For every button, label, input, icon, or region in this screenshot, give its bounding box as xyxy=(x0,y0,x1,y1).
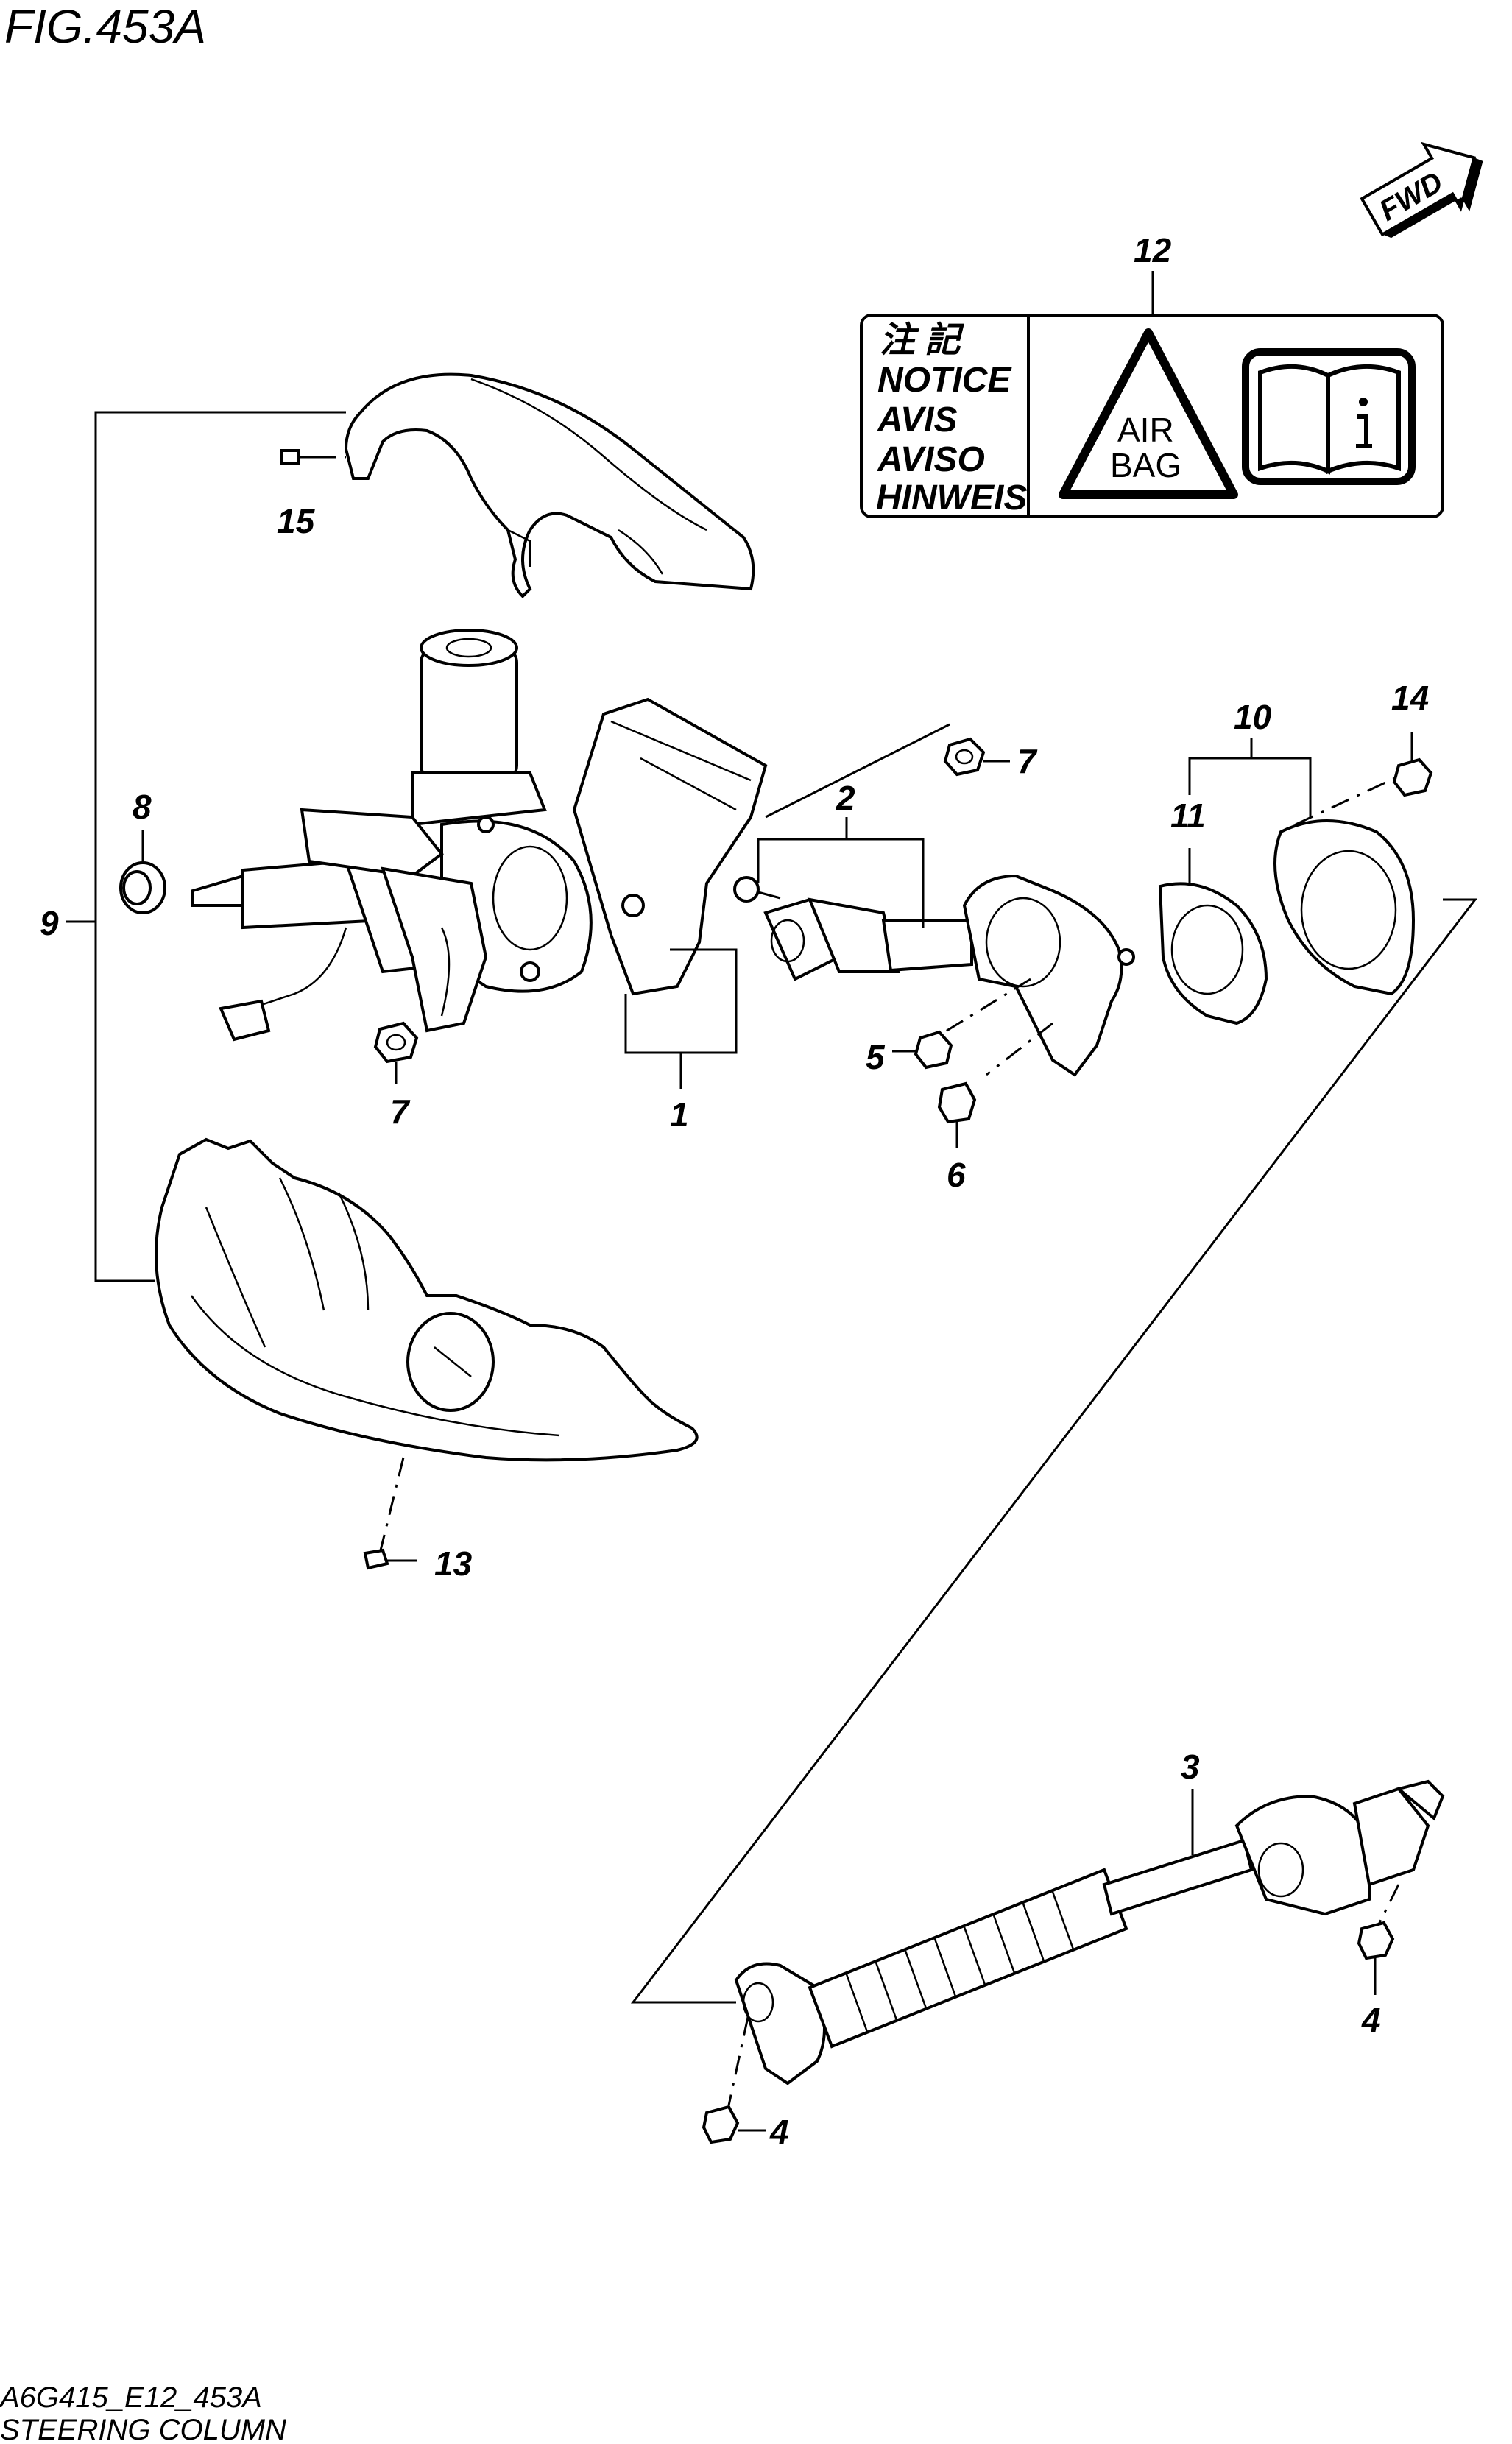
notice-english: NOTICE xyxy=(877,361,1012,400)
callout-2: 2 xyxy=(836,779,855,817)
bolt-6 xyxy=(937,1081,977,1124)
airbag-word-2: BAG xyxy=(1110,446,1181,484)
callout-10: 10 xyxy=(1234,698,1272,736)
fwd-arrow-icon: FWD xyxy=(1360,141,1483,239)
callout-11: 11 xyxy=(1170,797,1206,835)
lower-column-cover xyxy=(155,1137,699,1462)
bolt-4-right xyxy=(1357,1921,1395,1960)
bolt-4-left xyxy=(702,2105,740,2144)
callout-12: 12 xyxy=(1134,231,1172,269)
upper-column-cover xyxy=(344,372,755,598)
notice-german: HINWEIS xyxy=(876,478,1027,518)
figure-title: FIG.453A xyxy=(4,0,206,53)
notice-japanese: 注 記 xyxy=(880,321,964,360)
nut-14 xyxy=(1392,757,1433,797)
airbag-word-1: AIR xyxy=(1117,411,1174,449)
callout-6: 6 xyxy=(947,1156,966,1194)
nut-7-lower xyxy=(373,1021,419,1064)
screw-15 xyxy=(280,449,317,465)
boot-ribs xyxy=(845,1891,1075,2032)
airbag-warning-triangle-icon: AIR BAG xyxy=(1059,328,1238,499)
callout-13: 13 xyxy=(434,1544,473,1583)
callout-7-upper: 7 xyxy=(1017,742,1038,780)
callout-15: 15 xyxy=(277,502,316,540)
callout-1: 1 xyxy=(670,1095,689,1134)
callout-14: 14 xyxy=(1391,679,1429,717)
callout-5: 5 xyxy=(866,1038,886,1076)
callout-4-right: 4 xyxy=(1361,2001,1381,2039)
intermediate-shaft-2 xyxy=(733,876,973,981)
callout-7-lower: 7 xyxy=(390,1092,411,1131)
seal-plate-10 xyxy=(1273,819,1416,996)
notice-spanish: AVISO xyxy=(877,440,985,479)
ring-11 xyxy=(1158,882,1268,1025)
notice-french: AVIS xyxy=(877,400,957,439)
screw-13 xyxy=(363,1548,389,1570)
callout-8: 8 xyxy=(133,788,152,826)
book-info-icon xyxy=(1242,348,1416,485)
column-boot xyxy=(962,874,1135,1077)
diagram-caption: STEERING COLUMN xyxy=(0,2414,286,2444)
callout-9: 9 xyxy=(40,904,59,942)
callout-3: 3 xyxy=(1181,1748,1200,1786)
callout-4-left: 4 xyxy=(769,2113,789,2151)
nut-5 xyxy=(914,1030,953,1070)
grommet-8 xyxy=(119,861,166,914)
lower-steering-shaft-3 xyxy=(734,1779,1445,2085)
airbag-warning-label: 注 記 NOTICE AVIS AVISO HINWEIS AIR BAG xyxy=(860,314,1444,518)
steering-column-assembly xyxy=(191,629,768,1042)
nut-7-upper xyxy=(943,737,986,777)
diagram-code: A6G415_E12_453A xyxy=(0,2381,262,2414)
